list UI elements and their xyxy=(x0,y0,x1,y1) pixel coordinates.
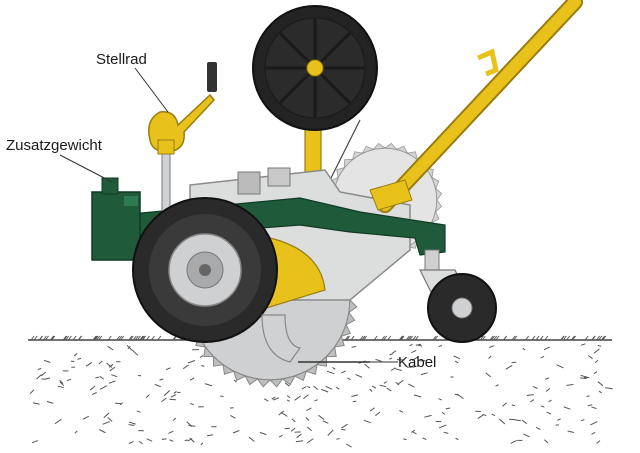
kabel-label: Kabel xyxy=(398,354,436,371)
zusatzgewicht-label: Zusatzgewicht xyxy=(6,137,103,154)
caster-wheel-icon xyxy=(419,249,497,343)
counterweight-icon xyxy=(91,177,141,261)
cable-reel-icon xyxy=(252,5,378,131)
handle-bar-icon xyxy=(369,0,583,213)
adjustment-crank-icon xyxy=(148,62,217,221)
cable-plow-icon xyxy=(261,314,370,363)
leader-lines xyxy=(59,67,398,363)
stellrad-label: Stellrad xyxy=(96,51,147,68)
wheel-icon xyxy=(132,197,278,343)
